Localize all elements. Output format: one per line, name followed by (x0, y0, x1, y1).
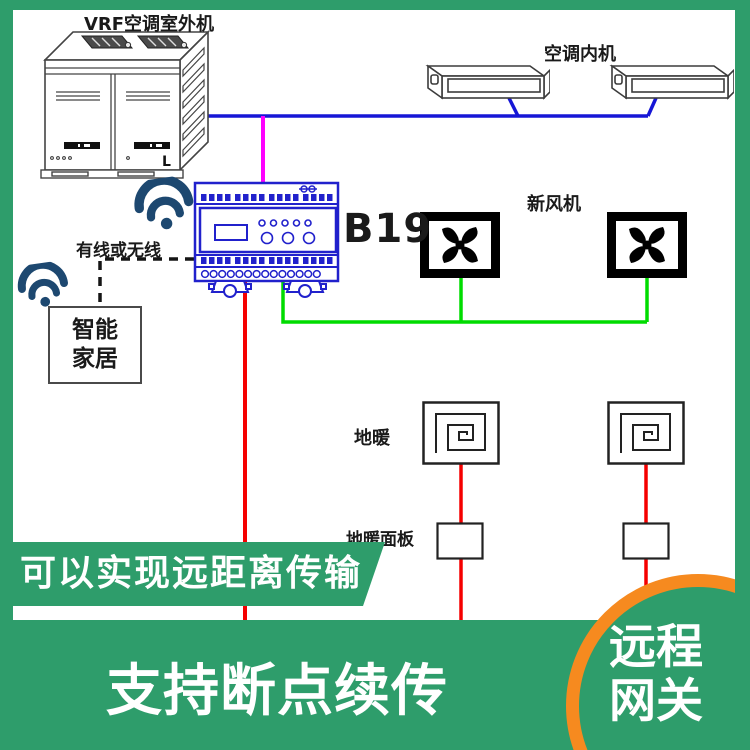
outdoor-unit-mark: L (162, 154, 171, 170)
smart-home-label-line1: 智能 (72, 317, 118, 344)
controller-terminals-bottom (201, 257, 333, 264)
fan-blades-icon (629, 227, 665, 263)
floor-heating-label: 地暖 (354, 428, 390, 449)
controller-screws (200, 269, 321, 279)
feature-banner-text: 可以实现远距离传输 (20, 553, 363, 594)
controller-display (214, 224, 248, 241)
floor-heating-panel-1 (436, 522, 484, 560)
coil-spiral-icon (435, 413, 486, 453)
fan-link-wire (281, 274, 649, 324)
smart-home-link-wire (98, 257, 194, 306)
wifi-icon (17, 260, 69, 307)
controller-terminals-top (201, 194, 333, 201)
feature-banner: 可以实现远距离传输 (0, 542, 385, 606)
fresh-air-fan-label: 新风机 (527, 194, 581, 215)
controller-b19 (193, 181, 340, 298)
outdoor-fan-grilles (80, 35, 190, 49)
wifi-icon (134, 175, 194, 230)
indoor-unit-2 (609, 64, 734, 100)
headline-text: 支持断点续传 (106, 659, 448, 724)
frame-border-top (0, 0, 750, 10)
controller-leds (258, 219, 316, 245)
gateway-badge-text: 远程 网关 (609, 621, 703, 729)
floor-heating-coil-1 (422, 401, 500, 465)
floor-heating-wires (459, 464, 648, 621)
gateway-badge-line1: 远程 (609, 620, 703, 675)
fan-blades-icon (442, 227, 478, 263)
controller-feet (208, 280, 327, 298)
floor-heating-panel-2 (622, 522, 670, 560)
ac-bus-wire (206, 97, 658, 118)
fresh-air-fan-1 (420, 212, 500, 278)
wired-or-wireless-label: 有线或无线 (76, 241, 161, 261)
coil-spiral-icon (620, 413, 671, 453)
vrf-outdoor-unit: L (40, 30, 210, 179)
outdoor-display-strips (64, 142, 170, 149)
outdoor-unit-label: VRF空调室外机 (83, 14, 215, 35)
controller-model-label: B19 (343, 206, 433, 252)
controller-logo (299, 185, 317, 193)
indoor-unit-label: 空调内机 (544, 44, 616, 65)
indoor-unit-1 (425, 64, 550, 100)
frame-border-right (735, 0, 750, 750)
smart-home-label-line2: 家居 (72, 346, 118, 372)
outdoor-side-louvers (182, 46, 205, 158)
frame-border-left (0, 0, 13, 750)
smart-home-box: 智能 家居 (48, 306, 142, 384)
floor-heating-coil-2 (607, 401, 685, 465)
gateway-badge-line2: 网关 (609, 674, 703, 729)
fresh-air-fan-2 (607, 212, 687, 278)
